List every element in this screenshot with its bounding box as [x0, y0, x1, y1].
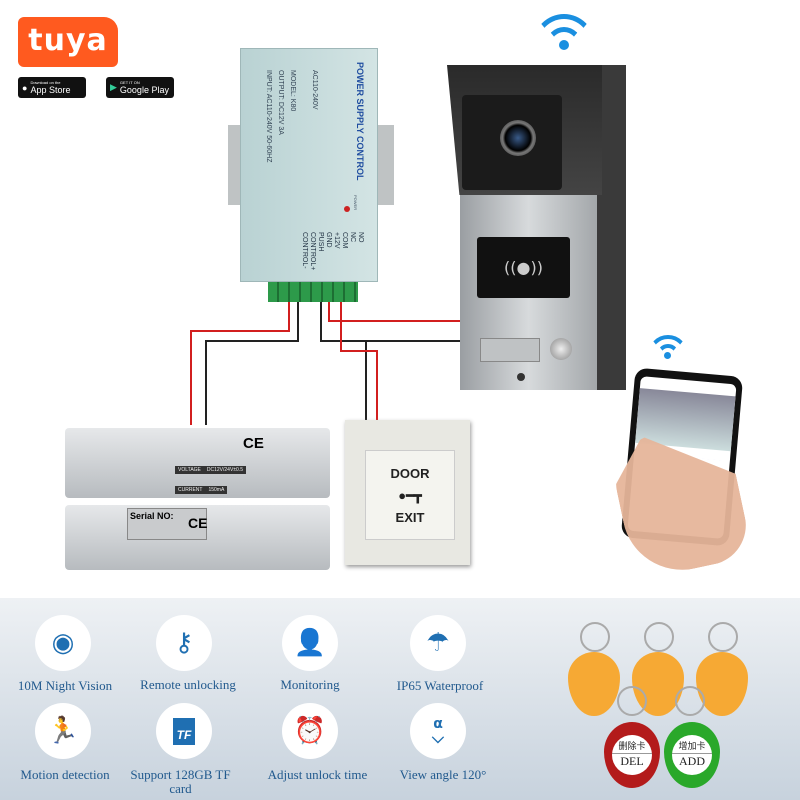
terminal-label: NO — [357, 232, 364, 243]
ce-mark: CE — [188, 515, 208, 531]
current-label: CURRENT — [175, 486, 206, 494]
feature-label: Monitoring — [280, 677, 340, 692]
eye-icon: ◉ — [35, 615, 91, 671]
fob-en-label: DEL — [612, 753, 652, 769]
mount-ear — [378, 125, 394, 205]
badge-label: App Store — [30, 85, 71, 95]
exit-button[interactable]: DOOR ●━┳ EXIT — [365, 450, 455, 540]
exit-text: EXIT — [395, 510, 425, 525]
psu-spec: MODEL: K80 — [289, 70, 296, 112]
badge-small: Download on the — [30, 80, 61, 85]
keyfob-yellow — [568, 652, 620, 716]
feature-label: Adjust unlock time — [267, 767, 368, 782]
wifi-icon — [648, 335, 688, 365]
feature-label: IP65 Waterproof — [396, 678, 484, 693]
terminal-label: CONTROL- — [301, 232, 308, 269]
badge-small: GET IT ON — [119, 80, 140, 85]
voltage-value: DC12V/24V±0.5 — [203, 466, 246, 474]
alpha-glyph: α — [433, 716, 443, 732]
ce-mark: CE — [243, 435, 264, 452]
feature-label: View angle 120° — [399, 767, 487, 782]
fob-en-label: ADD — [672, 753, 712, 769]
key-icon: ⚷ — [156, 615, 212, 671]
rfid-reader-icon: ((●)) — [477, 237, 570, 298]
fob-cn-label: 增加卡 — [678, 742, 706, 752]
power-supply-unit — [240, 48, 378, 282]
badge-label: Google Play — [119, 85, 169, 95]
running-person-icon: 🏃 — [35, 703, 91, 759]
terminal-label: CONTROL+ — [309, 232, 316, 271]
terminal-label: +12V — [333, 232, 340, 249]
psu-terminal-labels: NO NC COM +12V GND PUSH CONTROL+ CONTROL… — [300, 232, 364, 270]
terminal-label: COM — [341, 232, 348, 249]
tf-badge: TF — [172, 717, 196, 745]
camera-lens-icon — [500, 120, 536, 156]
person-icon: 👤 — [282, 615, 338, 671]
serial-label: Serial NO: — [127, 508, 207, 540]
current-value: 150mA — [205, 486, 228, 494]
psu-specs: AC110-240V MODEL: K80 OUTPUT: DC12V 3A I… — [262, 70, 320, 162]
power-led-label: POWER — [353, 195, 358, 211]
name-plate — [480, 338, 540, 362]
keyfob-yellow — [696, 652, 748, 716]
key-icon: ●━┳ — [398, 488, 422, 503]
angle-icon: α⌵ — [410, 703, 466, 759]
psu-spec: OUTPUT: DC12V 3A — [277, 70, 284, 135]
feature-label: 10M Night Vision — [17, 678, 113, 693]
umbrella-icon: ☂ — [410, 615, 466, 671]
voltage-label: VOLTAGE — [175, 466, 204, 474]
terminal-block — [268, 282, 358, 302]
feature-label: Support 128GB TF card — [130, 767, 231, 796]
psu-spec: INPUT: AC110-240V 50-60HZ — [265, 70, 272, 163]
tf-card-icon: TF — [156, 703, 212, 759]
exit-door-text: DOOR — [390, 466, 430, 481]
wifi-icon — [533, 14, 595, 54]
fob-cn-label: 删除卡 — [618, 742, 646, 752]
call-button[interactable] — [550, 338, 572, 360]
terminal-label: PUSH — [317, 232, 324, 252]
power-led — [344, 206, 350, 212]
screw-icon — [517, 373, 525, 381]
alarm-clock-icon: ⏰ — [282, 703, 338, 759]
psu-spec: AC110-240V — [311, 70, 318, 110]
terminal-label: GND — [325, 232, 332, 248]
apple-icon: ● — [22, 82, 28, 93]
feature-label: Remote unlocking — [140, 677, 236, 692]
feature-label: Motion detection — [20, 767, 110, 782]
serial-text: Serial NO: — [130, 511, 174, 521]
play-icon: ▶ — [110, 82, 117, 92]
terminal-label: NC — [349, 232, 356, 243]
tuya-logo: tuya — [18, 17, 118, 67]
psu-title: POWER SUPPLY CONTROL — [355, 62, 365, 181]
